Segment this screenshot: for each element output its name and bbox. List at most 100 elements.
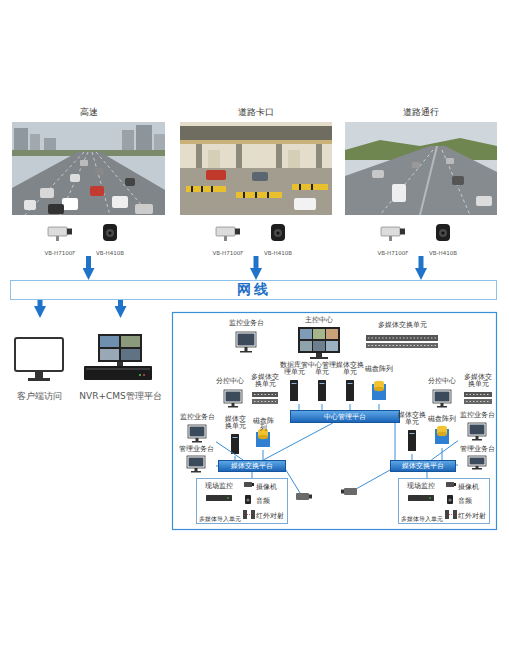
node-label: 多媒体导入单元 bbox=[199, 516, 241, 523]
nvr-device bbox=[139, 374, 141, 376]
box-camera bbox=[400, 229, 405, 235]
node-label: 道路通行 bbox=[403, 106, 439, 119]
monitor-icon bbox=[188, 425, 206, 438]
node-label: VB-H7100F bbox=[45, 250, 76, 256]
server-tower bbox=[318, 380, 326, 401]
server-tower bbox=[233, 437, 238, 438]
highway-photo bbox=[90, 186, 104, 196]
node-label: 红外对射 bbox=[256, 512, 284, 521]
equipment-unit: 管理业务台 bbox=[176, 446, 216, 474]
server-tower bbox=[231, 380, 416, 454]
dome-camera bbox=[106, 229, 114, 237]
box-camera bbox=[224, 236, 227, 241]
dome-camera bbox=[103, 224, 450, 241]
monitor-icon bbox=[228, 406, 238, 408]
equipment-unit: 分控中心 bbox=[212, 378, 248, 408]
site-device-icon bbox=[448, 498, 451, 501]
node-label: 媒体交换单元 bbox=[336, 362, 364, 377]
monitor-icon bbox=[476, 436, 479, 439]
server-tower bbox=[320, 383, 325, 384]
road-photo bbox=[372, 170, 384, 178]
flow-arrow bbox=[419, 256, 424, 268]
site-device-icon bbox=[206, 482, 457, 519]
server-tower bbox=[290, 380, 298, 401]
road-photo bbox=[345, 146, 497, 215]
switch-rack bbox=[466, 395, 490, 402]
dome-camera bbox=[441, 231, 444, 234]
platform-bar: 中心管理平台 bbox=[290, 410, 400, 423]
disk-array bbox=[435, 429, 449, 444]
toll-gate-photo bbox=[208, 150, 220, 168]
monitor-icon bbox=[245, 347, 248, 351]
toll-gate-photo bbox=[180, 168, 332, 215]
box-camera bbox=[56, 236, 59, 241]
road-photo bbox=[420, 146, 437, 215]
site-device-icon bbox=[206, 495, 232, 501]
node-label: VB-H7100F bbox=[213, 250, 244, 256]
node-label: 摄像机 bbox=[458, 483, 479, 492]
node-label: 现场监控 bbox=[407, 482, 435, 491]
toll-gate-photo bbox=[180, 126, 332, 140]
highway-photo bbox=[70, 174, 80, 182]
field-camera bbox=[286, 470, 390, 500]
dome-camera bbox=[439, 229, 447, 237]
equipment-unit: 磁盘阵列 bbox=[250, 418, 276, 450]
client-monitor bbox=[28, 378, 50, 381]
site-item: 红外对射 bbox=[243, 510, 287, 522]
site-item: 摄像机 bbox=[445, 481, 489, 493]
switch-rack bbox=[252, 335, 492, 404]
client-monitor bbox=[35, 372, 43, 378]
site-device-icon bbox=[244, 482, 252, 487]
equipment-unit: 磁盘阵列 bbox=[428, 416, 456, 448]
server-tower bbox=[348, 383, 353, 384]
link-line bbox=[263, 450, 264, 460]
site-device-icon bbox=[445, 510, 449, 519]
highway-photo bbox=[136, 125, 152, 154]
node-label: 客户端访问 bbox=[17, 390, 62, 403]
node-label: 主控中心 bbox=[305, 316, 333, 324]
node-label: 网线 bbox=[237, 281, 271, 299]
node-label: 高速 bbox=[80, 106, 98, 119]
site-device-icon bbox=[446, 482, 454, 487]
box-camera bbox=[389, 236, 392, 241]
flow-arrow bbox=[38, 300, 43, 306]
box-camera bbox=[216, 227, 235, 236]
site-device: 多媒体导入单元 bbox=[401, 493, 443, 523]
switch-rack bbox=[254, 395, 276, 402]
video-wall bbox=[298, 327, 340, 353]
highway-photo bbox=[40, 188, 54, 198]
node-label: 道路卡口 bbox=[238, 106, 274, 119]
toll-gate-photo bbox=[206, 170, 226, 180]
highway-photo bbox=[62, 198, 78, 210]
node-label: VB-H7100F bbox=[378, 250, 409, 256]
field-camera bbox=[286, 470, 390, 493]
video-wall bbox=[326, 329, 338, 339]
equipment-unit: 媒体交换单元 bbox=[398, 412, 426, 454]
disk-array bbox=[256, 432, 270, 447]
nvr-device bbox=[117, 362, 123, 366]
nvr-device bbox=[86, 368, 150, 370]
monitor-icon bbox=[468, 456, 486, 466]
field-camera bbox=[296, 493, 309, 500]
disk-array bbox=[372, 384, 386, 400]
field-camera bbox=[344, 488, 357, 495]
node-label: 管理业务台 bbox=[179, 446, 214, 453]
node-label: NVR+CMS管理平台 bbox=[79, 390, 161, 403]
toll-gate-photo bbox=[252, 172, 268, 181]
site-device-icon bbox=[227, 497, 229, 499]
site-device-icon bbox=[449, 514, 453, 515]
node-label: 多媒体交换单元 bbox=[250, 374, 280, 389]
node-label: 媒体交换平台 bbox=[402, 461, 444, 471]
node-label: 监控业务台 bbox=[180, 414, 215, 421]
monitor-icon bbox=[192, 441, 202, 443]
server-tower bbox=[346, 380, 354, 401]
site-device-icon bbox=[447, 495, 453, 504]
platform-bar: 媒体交换平台 bbox=[218, 460, 286, 472]
equipment-unit: 多媒体交换单元 bbox=[362, 322, 442, 352]
toll-gate-photo bbox=[180, 122, 332, 215]
node-label: 媒体交换单元 bbox=[222, 416, 248, 431]
road-photo bbox=[476, 196, 492, 206]
road-photo bbox=[392, 184, 406, 202]
scene-column: 道路通行VB-H7100FVB-H410B bbox=[345, 106, 497, 256]
